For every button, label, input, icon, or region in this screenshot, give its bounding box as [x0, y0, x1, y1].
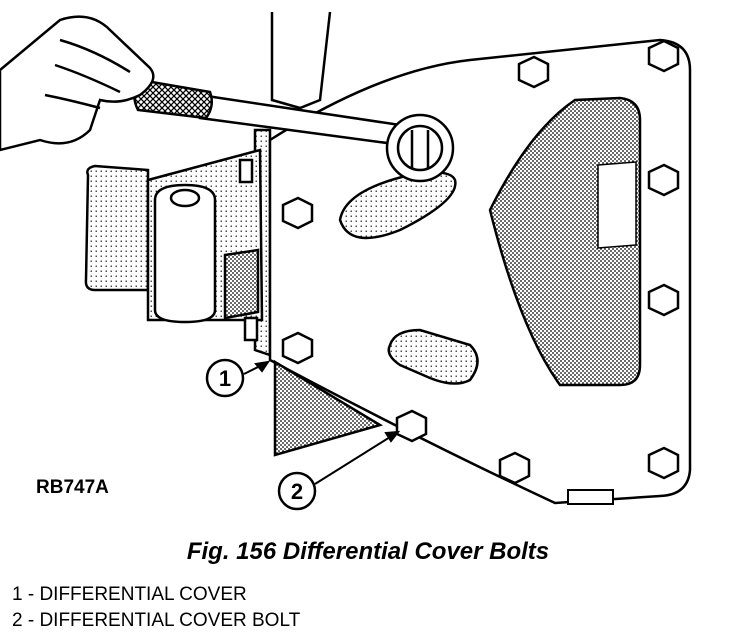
- cover-bolts: [281, 39, 680, 485]
- cover-bolt: [517, 55, 550, 89]
- wrench-tool: [133, 78, 455, 183]
- axle-bracket: [84, 148, 264, 342]
- cover-bolt: [647, 446, 680, 480]
- differential-cover-illustration: 1 2 RB747A: [0, 11, 692, 511]
- cover-bolt: [647, 39, 680, 73]
- figure-reference-code: RB747A: [36, 477, 109, 498]
- cover-tag: [567, 489, 614, 505]
- cover-bolt: [647, 283, 680, 317]
- cover-slots: [338, 171, 479, 385]
- callout-leaders: [243, 360, 401, 485]
- cover-bolt: [281, 331, 314, 365]
- legend-item: 2 - DIFFERENTIAL COVER BOLT: [12, 610, 301, 631]
- callout-1: 1: [205, 358, 245, 398]
- dome-highlight: [597, 161, 637, 249]
- housing-web: [273, 359, 384, 457]
- svg-text:1: 1: [219, 366, 231, 391]
- svg-text:2: 2: [291, 479, 303, 504]
- figure-legend: 1 - DIFFERENTIAL COVER 2 - DIFFERENTIAL …: [12, 582, 300, 634]
- cover-bolt: [647, 163, 680, 197]
- cover-bolt: [281, 196, 314, 230]
- figure-caption: Fig. 156 Differential Cover Bolts: [186, 538, 550, 565]
- callout-2: 2: [277, 471, 317, 511]
- hand: [0, 15, 155, 152]
- legend-item: 1 - DIFFERENTIAL COVER: [12, 584, 247, 605]
- cover-bolt: [395, 409, 428, 443]
- cover-bolt: [498, 451, 531, 485]
